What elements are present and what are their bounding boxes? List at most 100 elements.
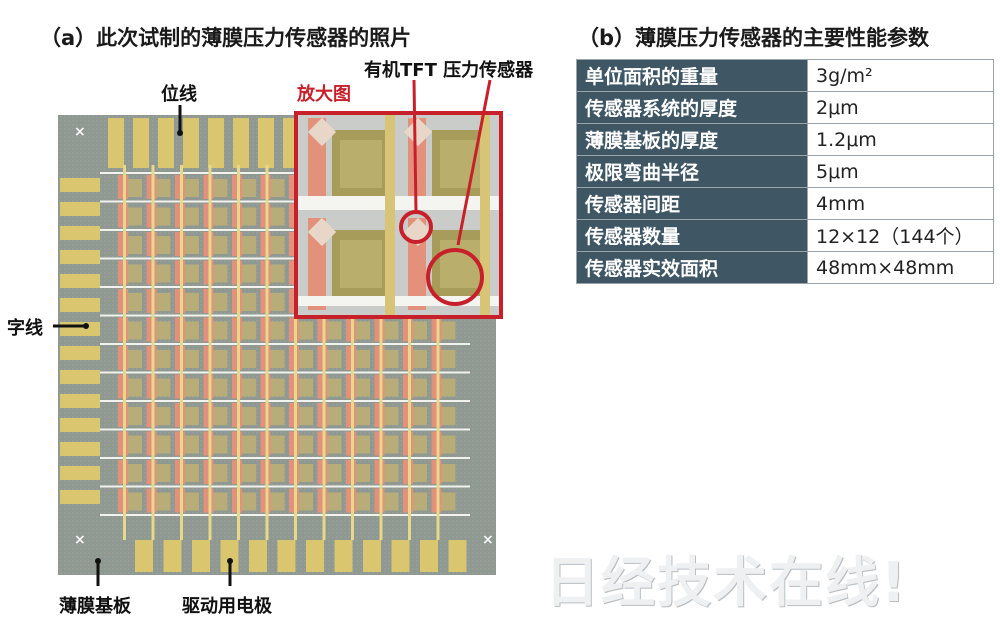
sensor-cell	[384, 435, 399, 454]
drive-electrode-pad	[391, 540, 410, 572]
bit-line	[351, 165, 354, 540]
sensor-cell	[156, 350, 171, 368]
sensor-cell	[213, 464, 228, 482]
sensor-cell	[156, 464, 171, 482]
sensor-cell	[384, 350, 399, 368]
drive-electrode-pad	[306, 540, 324, 572]
sensor-cell	[128, 293, 142, 311]
sensor-cell	[384, 464, 399, 482]
sensor-cell	[413, 378, 427, 397]
sensor-cell	[185, 492, 199, 511]
word-line	[100, 514, 470, 516]
tft-leader	[412, 79, 418, 213]
drive-electrode-pad	[192, 540, 210, 572]
bit-line	[265, 165, 269, 540]
sensor-cell	[242, 264, 256, 283]
zoom-frame	[294, 111, 503, 319]
sensor-cell	[270, 179, 285, 197]
drive-electrode-pad	[249, 540, 267, 572]
word-line	[100, 172, 470, 174]
sensor-cell	[270, 464, 285, 482]
sensor-cell	[185, 179, 199, 197]
word-line-pad	[60, 394, 100, 408]
sensor-cell	[185, 435, 199, 454]
bit-line	[180, 165, 183, 540]
sensor-cell	[156, 207, 171, 226]
word-line-pad	[60, 274, 100, 288]
zoom-inset	[294, 111, 503, 319]
sensor-cell	[128, 492, 142, 511]
sensor-cell	[441, 350, 456, 368]
drive-electrode-pad	[420, 540, 438, 572]
bit-line-pad	[158, 118, 174, 168]
alignment-mark: ×	[74, 532, 86, 548]
organic-tft-label: 有机TFT 压力传感器	[364, 60, 534, 81]
sensor-cell	[156, 236, 171, 254]
sensor-cell	[441, 378, 456, 397]
sensor-cell	[413, 321, 427, 340]
bit-line	[436, 165, 440, 540]
figure-b-title: （b）薄膜压力传感器的主要性能参数	[578, 26, 930, 50]
word-line	[100, 457, 470, 459]
sensor-cell	[413, 435, 427, 454]
sensor-cell	[270, 378, 285, 397]
zoom-label: 放大图	[297, 84, 351, 105]
word-line-pad	[60, 178, 100, 192]
sensor-cell	[185, 350, 199, 368]
bit-line-pad	[233, 118, 249, 168]
sensor-cell	[156, 293, 171, 311]
word-line	[100, 485, 470, 488]
sensor-cell	[270, 492, 285, 511]
sensor-cell	[242, 350, 256, 368]
sensor-cell	[299, 464, 313, 482]
figure-a-title: （a）此次试制的薄膜压力传感器的照片	[40, 26, 412, 50]
sensor-cell	[213, 435, 228, 454]
sensor-cell	[270, 321, 285, 340]
sensor-cell	[213, 236, 228, 254]
drive-electrode-pad	[135, 540, 153, 572]
sensor-cell	[270, 293, 285, 311]
zoom-sensor-inner	[340, 140, 382, 188]
sensor-cell	[213, 179, 228, 197]
sensor-cell	[441, 492, 456, 511]
sensor-cell	[270, 264, 285, 283]
sensor-cell	[299, 321, 313, 340]
highlight-circle	[426, 248, 484, 306]
bit-line	[294, 165, 297, 540]
zoom-sensor-inner	[440, 240, 482, 288]
sensor-cell	[441, 464, 456, 482]
word-line	[100, 428, 470, 431]
bit-line	[379, 165, 383, 540]
sensor-cell	[242, 407, 256, 425]
word-line-pad	[60, 442, 100, 456]
sensor-cell	[270, 207, 285, 226]
word-line	[100, 400, 470, 402]
sensor-cell	[213, 264, 228, 283]
sensor-cell	[384, 378, 399, 397]
sensor-cell	[413, 492, 427, 511]
sensor-cell	[185, 264, 199, 283]
sensor-cell	[413, 350, 427, 368]
sensor-cell	[356, 435, 370, 454]
sensor-cell	[327, 492, 342, 511]
bit-line-pad	[133, 118, 149, 168]
sensor-cell	[128, 378, 142, 397]
word-line-pad	[60, 250, 100, 264]
alignment-mark: ×	[482, 532, 494, 548]
sensor-cell	[299, 378, 313, 397]
sensor-cell	[185, 236, 199, 254]
drive-electrode-pad	[163, 540, 182, 572]
bit-line-pad	[208, 118, 224, 168]
sensor-cell	[213, 378, 228, 397]
sensor-cell	[213, 293, 228, 311]
word-line-pad	[60, 490, 100, 504]
sensor-cell	[128, 321, 142, 340]
sensor-cell	[156, 179, 171, 197]
sensor-cell	[356, 464, 370, 482]
bit-line-pad	[183, 118, 199, 168]
